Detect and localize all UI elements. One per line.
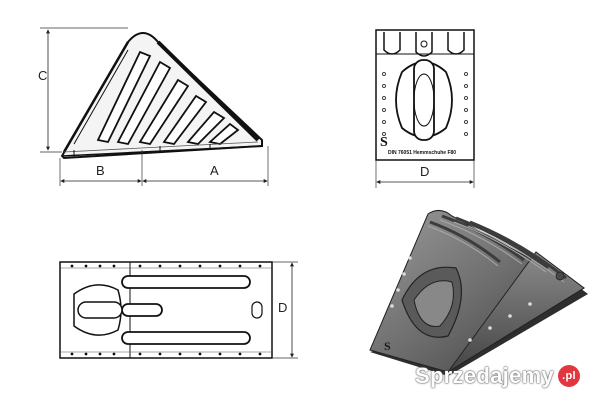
watermark-text: Sprzedajemy (414, 363, 554, 388)
dimension-c-label: C (38, 68, 47, 83)
svg-text:S: S (384, 339, 391, 353)
dimension-d-plan-label: D (278, 300, 287, 315)
dimension-d-front: D (375, 160, 475, 188)
dimension-b-a: B A (59, 146, 269, 186)
dimension-c: C (38, 27, 128, 153)
watermark-badge: .pl (558, 365, 580, 387)
front-view-stamp: DIN 76051 Hemmschuhe F80 (388, 150, 456, 156)
svg-text:S: S (380, 135, 388, 150)
isometric-render: S (369, 210, 588, 376)
dimension-d-front-label: D (420, 164, 429, 179)
side-view (60, 32, 263, 160)
watermark: Sprzedajemy .pl (415, 363, 580, 389)
front-view: S DIN 76051 Hemmschuhe F80 (375, 29, 475, 161)
dimension-b-label: B (96, 163, 105, 178)
dimension-a-label: A (210, 163, 219, 178)
dimension-d-plan: D (272, 261, 298, 359)
plan-view (59, 261, 273, 359)
